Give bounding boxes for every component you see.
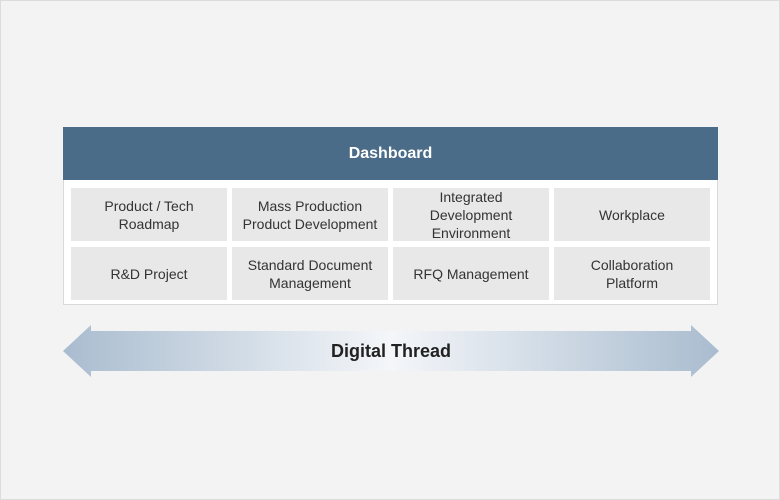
dashboard-header: Dashboard [63, 127, 718, 180]
module-integrated-development-environment: Integrated Development Environment [393, 188, 549, 241]
module-rd-project: R&D Project [71, 247, 227, 300]
module-grid: Product / Tech Roadmap Mass Production P… [71, 188, 710, 300]
module-standard-document-management: Standard Document Management [232, 247, 388, 300]
module-product-tech-roadmap: Product / Tech Roadmap [71, 188, 227, 241]
double-arrow-icon [63, 325, 719, 377]
module-rfq-management: RFQ Management [393, 247, 549, 300]
module-mass-production-product-development: Mass Production Product Development [232, 188, 388, 241]
digital-thread-label: Digital Thread [330, 340, 451, 361]
dashboard-panel: Dashboard Product / Tech Roadmap Mass Pr… [63, 127, 718, 305]
module-collaboration-platform: Collaboration Platform [554, 247, 710, 300]
digital-thread-arrow: Digital Thread [63, 325, 719, 377]
module-workplace: Workplace [554, 188, 710, 241]
